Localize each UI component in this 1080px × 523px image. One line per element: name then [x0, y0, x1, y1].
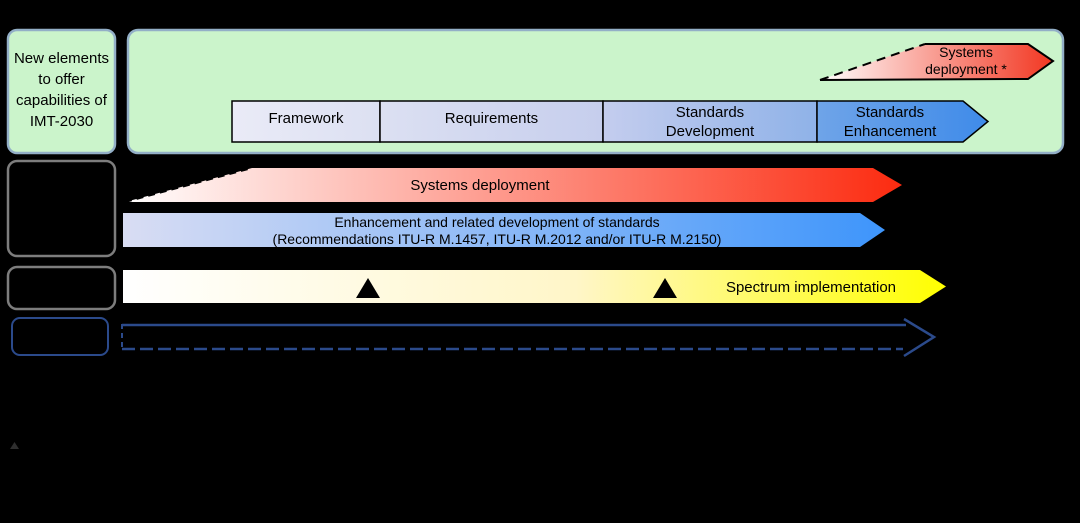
standards-enhancement-line1: Enhancement and related development of s…: [334, 214, 660, 230]
phase-label-requirements: Requirements: [444, 110, 539, 127]
systems-deployment-future-label: Systems deployment *: [925, 44, 1007, 77]
spectrum-implementation-arrow: [123, 270, 946, 303]
footnote-triangle-icon: [10, 442, 19, 449]
phase-box-standards-development: [602, 100, 818, 143]
phase-label-standards-enhancement: Standards Enhancement: [843, 104, 937, 140]
wrc-milestone-triangle-icon: [653, 278, 677, 298]
systems-deployment-arrow: [125, 168, 902, 202]
spectrum-implementation-label: Spectrum implementation: [725, 279, 897, 296]
new-elements-label: New elements to offer capabilities of IM…: [13, 50, 110, 130]
systems-deployment-future-dashed-edge: [819, 43, 926, 81]
wrc-milestone-triangle-icon: [356, 278, 380, 298]
new-elements-box: [6, 28, 117, 155]
phase-label-standards-development: Standards Development: [665, 104, 755, 140]
standards-enhancement-arrow: [123, 213, 885, 247]
systems-deployment-future-arrow-outline: [819, 43, 1055, 81]
phase-label-framework: Framework: [268, 110, 344, 127]
left-empty-box-1: [6, 159, 117, 258]
standards-enhancement-label: Enhancement and related development of s…: [147, 214, 847, 248]
phase-arrow-standards-enhancement: [816, 100, 990, 143]
left-empty-box-2: [6, 265, 117, 311]
timeline-arrowhead: [903, 317, 937, 358]
phase-box-requirements: [379, 100, 604, 143]
systems-deployment-label: Systems deployment: [410, 177, 550, 194]
systems-deployment-dashed-edge: [124, 167, 253, 203]
systems-deployment-future-arrow: [820, 44, 1053, 80]
left-empty-box-3: [11, 317, 109, 356]
standards-enhancement-line2: (Recommendations ITU-R M.1457, ITU-R M.2…: [272, 231, 722, 247]
